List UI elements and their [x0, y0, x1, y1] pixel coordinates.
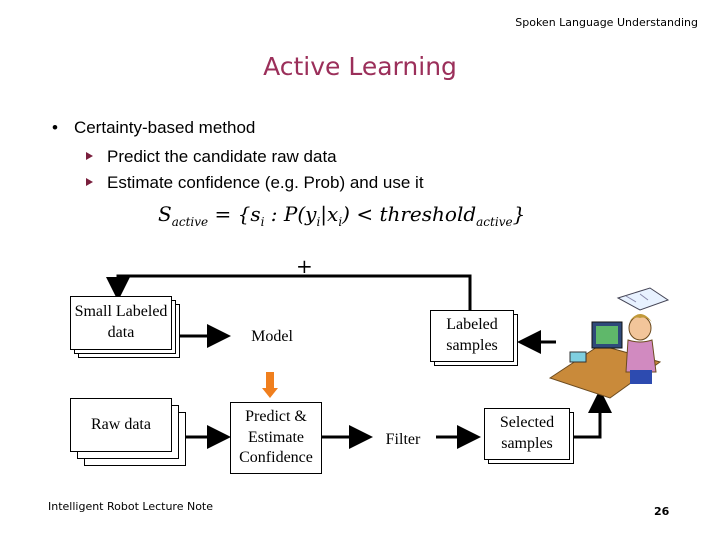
triangle-bullet-icon [86, 151, 93, 160]
bullet-item: • Certainty-based method [52, 118, 255, 138]
labeled-samples-box: Labeled samples [430, 310, 514, 362]
sub-bullet-text-1: Predict the candidate raw data [107, 147, 337, 166]
course-title: Spoken Language Understanding [515, 16, 698, 29]
raw-data-box: Raw data [70, 398, 172, 452]
bullet-text: Certainty-based method [73, 118, 256, 137]
small-labeled-data-box: Small Labeled data [70, 296, 172, 350]
triangle-bullet-icon [86, 177, 93, 186]
feedback-loop-line [106, 274, 472, 310]
footer-note: Intelligent Robot Lecture Note [48, 500, 214, 513]
sub-bullet-text-2: Estimate confidence (e.g. Prob) and use … [107, 173, 424, 192]
selected-samples-box: Selected samples [484, 408, 570, 460]
threshold-formula: Sactive = {si : P(yi|xi) < thresholdacti… [158, 202, 526, 229]
bullet-dot: • [52, 118, 58, 137]
orange-arrow-head [262, 388, 278, 398]
page-number: 26 [654, 505, 670, 518]
sub-bullet-2: Estimate confidence (e.g. Prob) and use … [86, 173, 424, 193]
model-label: Model [251, 328, 293, 345]
slide-title: Active Learning [263, 52, 457, 81]
orange-arrow-shaft [266, 372, 274, 390]
human-at-computer-icon [548, 287, 670, 399]
predict-estimate-box: Predict & Estimate Confidence [230, 402, 322, 474]
arrow-selected-to-human [572, 389, 612, 439]
sub-bullet-1: Predict the candidate raw data [86, 147, 337, 167]
filter-label: Filter [385, 431, 421, 448]
plus-symbol: + [296, 254, 313, 278]
